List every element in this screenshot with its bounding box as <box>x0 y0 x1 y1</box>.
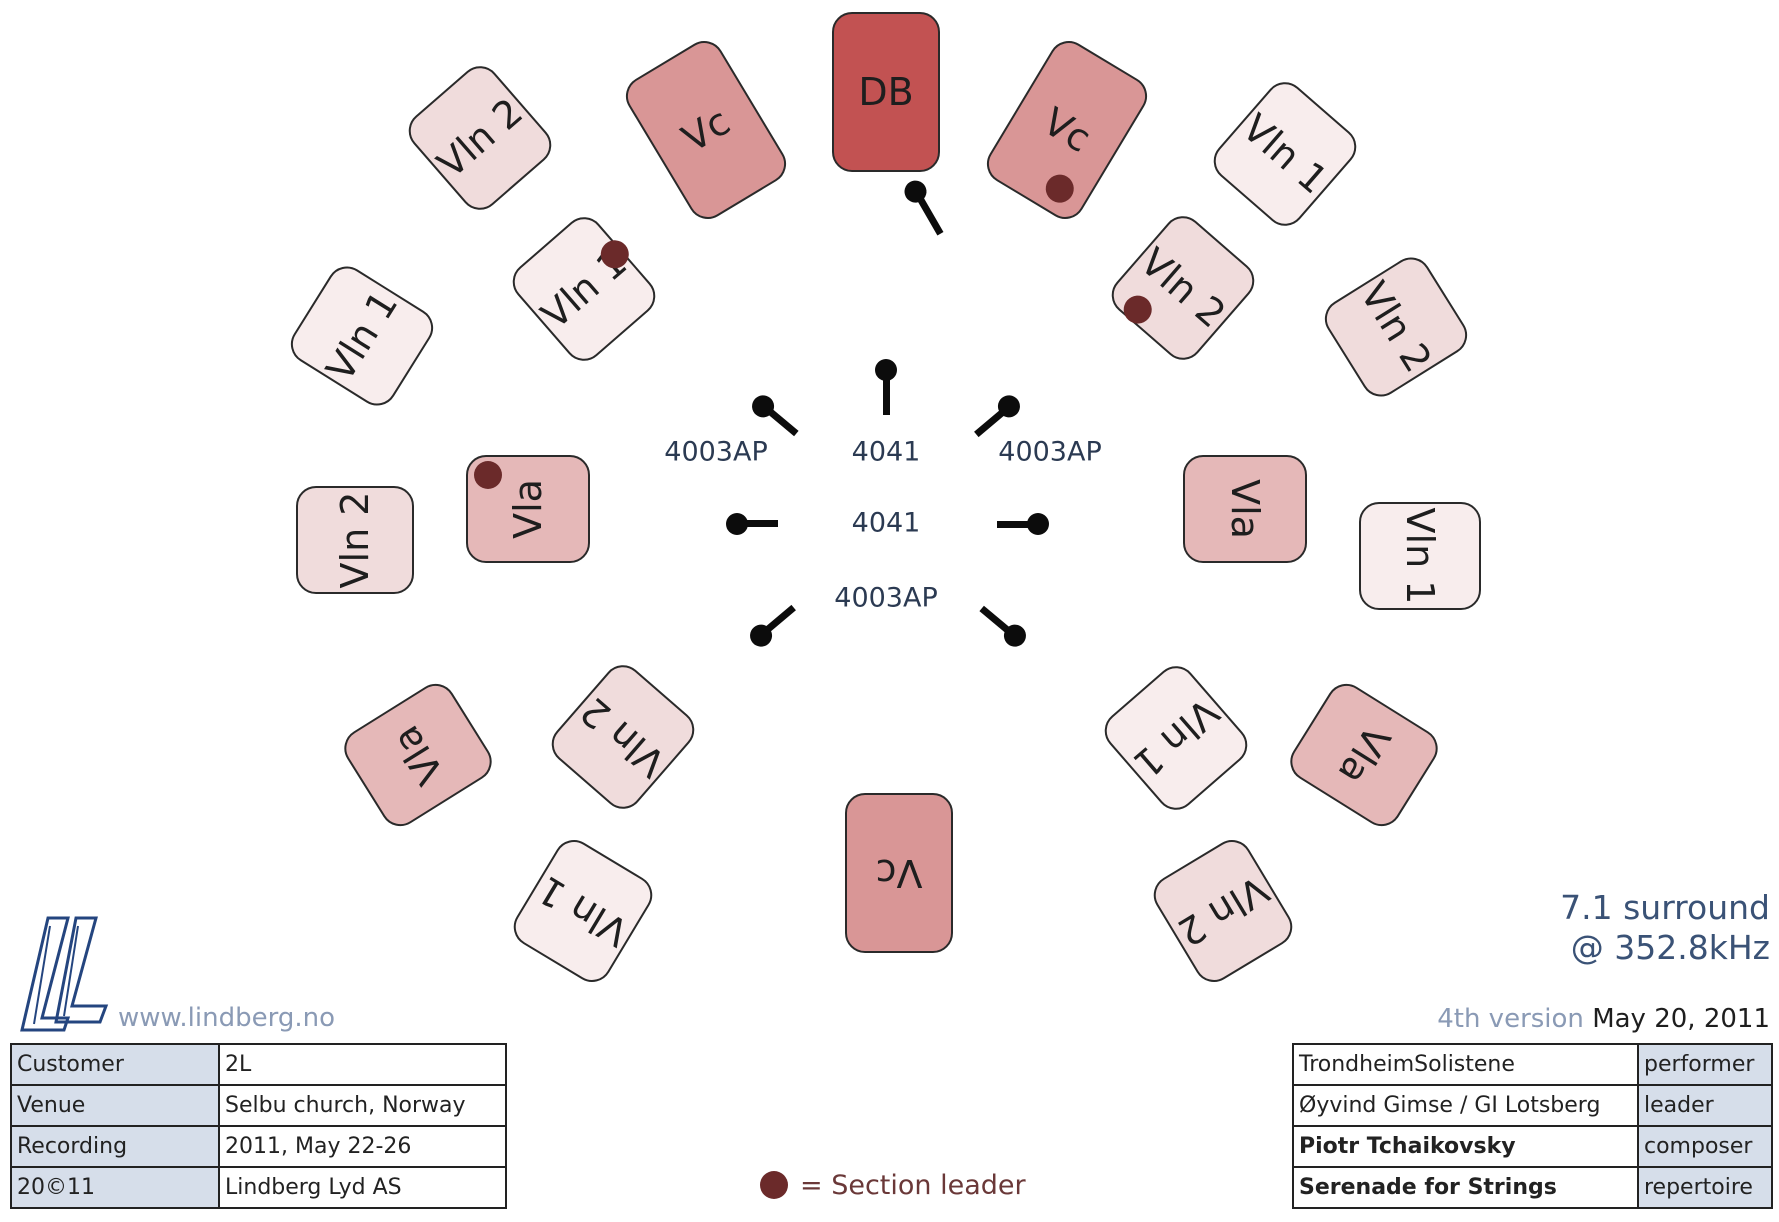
instrument-vln1-inner-lower-right: Vln 1 <box>1096 658 1256 818</box>
instrument-label: Vln 1 <box>530 867 636 955</box>
section-leader-dot-icon <box>1040 169 1079 208</box>
instrument-vln1-inner-upper-left: Vln 1 <box>504 209 664 369</box>
instrument-vln1-outer-left: Vln 1 <box>283 258 441 414</box>
lindberg-logo-icon <box>20 916 109 1032</box>
instrument-vln2-outer-upper-left: Vln 2 <box>400 58 560 218</box>
credit-role: repertoire <box>1637 1166 1773 1209</box>
mic-label-front-right: 4003AP <box>998 436 1102 468</box>
instrument-label: Vln 2 <box>333 491 377 589</box>
microphone-rear-left-icon <box>745 604 796 652</box>
instrument-label: Vla <box>383 717 453 793</box>
info-value: Lindberg Lyd AS <box>218 1166 507 1209</box>
instrument-label: Vln 2 <box>428 89 532 187</box>
credit-value: Øyvind Gimse / GI Lotsberg <box>1292 1084 1639 1127</box>
section-leader-dot-icon <box>760 1171 788 1199</box>
instrument-label: Vln 1 <box>317 283 407 389</box>
instrument-vln1-outer-mid-right: Vln 1 <box>1359 502 1481 610</box>
instrument-vla-inner-left: Vla <box>466 455 590 563</box>
instrument-vla-inner-right: Vla <box>1183 455 1307 563</box>
credit-role: leader <box>1637 1084 1773 1127</box>
table-row: Customer 2L <box>10 1043 507 1086</box>
version-info: 4th version May 20, 2011 <box>1437 1004 1770 1034</box>
microphone-front-left-icon <box>747 390 799 437</box>
instrument-vln2-inner-upper-right: Vln 2 <box>1103 208 1263 368</box>
mic-label-middle: 4041 <box>851 507 921 539</box>
table-row: Venue Selbu church, Norway <box>10 1084 507 1127</box>
mic-label-front-left: 4003AP <box>664 436 768 468</box>
credit-value: TrondheimSolistene <box>1292 1043 1639 1086</box>
recording-format: 7.1 surround @ 352.8kHz <box>1560 888 1770 968</box>
session-info-table: Customer 2L Venue Selbu church, Norway R… <box>10 1043 507 1209</box>
table-row: Recording 2011, May 22-26 <box>10 1125 507 1168</box>
instrument-label: Vln 1 <box>1233 105 1337 203</box>
credit-value: Piotr Tchaikovsky <box>1292 1125 1639 1168</box>
credit-value: Serenade for Strings <box>1292 1166 1639 1209</box>
instrument-label: Vc <box>1035 99 1099 161</box>
mic-label-front-center: 4041 <box>851 436 921 468</box>
instrument-vla-outer-lower-left: Vla <box>336 676 500 834</box>
instrument-vc-bottom: Vc <box>845 793 953 953</box>
mic-label-rear: 4003AP <box>834 582 938 614</box>
instrument-vln2-outer-mid-left: Vln 2 <box>296 486 414 594</box>
instrument-label: Vln 2 <box>1131 239 1235 337</box>
website-url: www.lindberg.no <box>118 1003 335 1033</box>
instrument-label: DB <box>858 70 914 114</box>
credits-table: TrondheimSolistene performer Øyvind Gims… <box>1292 1043 1773 1209</box>
instrument-vc-top-left: Vc <box>618 33 794 227</box>
section-leader-dot-icon <box>474 461 502 489</box>
instrument-label: Vln 2 <box>1170 867 1276 955</box>
instrument-vla-outer-lower-right: Vla <box>1282 676 1446 834</box>
info-key: Recording <box>10 1125 220 1168</box>
version-date: May 20, 2011 <box>1592 1004 1770 1034</box>
instrument-label: Vln 2 <box>571 688 675 786</box>
instrument-db-top: DB <box>832 12 940 172</box>
instrument-label: Vla <box>1223 479 1267 539</box>
legend: = Section leader <box>760 1165 1026 1205</box>
instrument-vln1-lower-left: Vln 1 <box>506 832 660 990</box>
microphone-rear-right-icon <box>979 605 1031 652</box>
legend-text: = Section leader <box>800 1169 1026 1201</box>
instrument-vln2-inner-lower-left: Vln 2 <box>543 657 703 817</box>
info-value: 2L <box>218 1043 507 1086</box>
microphone-top-front-icon <box>900 176 944 236</box>
info-key: 20©11 <box>10 1166 220 1209</box>
instrument-label: Vln 1 <box>1124 689 1228 787</box>
info-key: Customer <box>10 1043 220 1086</box>
instrument-label: Vla <box>506 479 550 539</box>
instrument-vln2-outer-right: Vln 2 <box>1317 249 1475 405</box>
instrument-label: Vln 2 <box>1351 274 1441 380</box>
instrument-label: Vc <box>674 99 738 161</box>
format-line-2: @ 352.8kHz <box>1570 928 1770 967</box>
credit-role: performer <box>1637 1043 1773 1086</box>
format-line-1: 7.1 surround <box>1560 888 1770 927</box>
instrument-label: Vla <box>1329 717 1399 793</box>
table-row: TrondheimSolistene performer <box>1292 1043 1773 1086</box>
info-value: 2011, May 22-26 <box>218 1125 507 1168</box>
info-value: Selbu church, Norway <box>218 1084 507 1127</box>
microphone-front-right-icon <box>974 390 1025 438</box>
version-label: 4th version <box>1437 1004 1584 1034</box>
instrument-label: Vc <box>875 851 923 895</box>
section-leader-dot-icon <box>1117 289 1158 330</box>
instrument-vc-top-right: Vc <box>979 33 1155 227</box>
credit-role: composer <box>1637 1125 1773 1168</box>
table-row: Piotr Tchaikovsky composer <box>1292 1125 1773 1168</box>
instrument-label: Vln 1 <box>1398 507 1442 605</box>
instrument-vln2-lower-right: Vln 2 <box>1146 832 1300 990</box>
table-row: Øyvind Gimse / GI Lotsberg leader <box>1292 1084 1773 1127</box>
table-row: Serenade for Strings repertoire <box>1292 1166 1773 1209</box>
info-key: Venue <box>10 1084 220 1127</box>
instrument-vln1-outer-upper-right: Vln 1 <box>1205 74 1365 234</box>
table-row: 20©11 Lindberg Lyd AS <box>10 1166 507 1209</box>
